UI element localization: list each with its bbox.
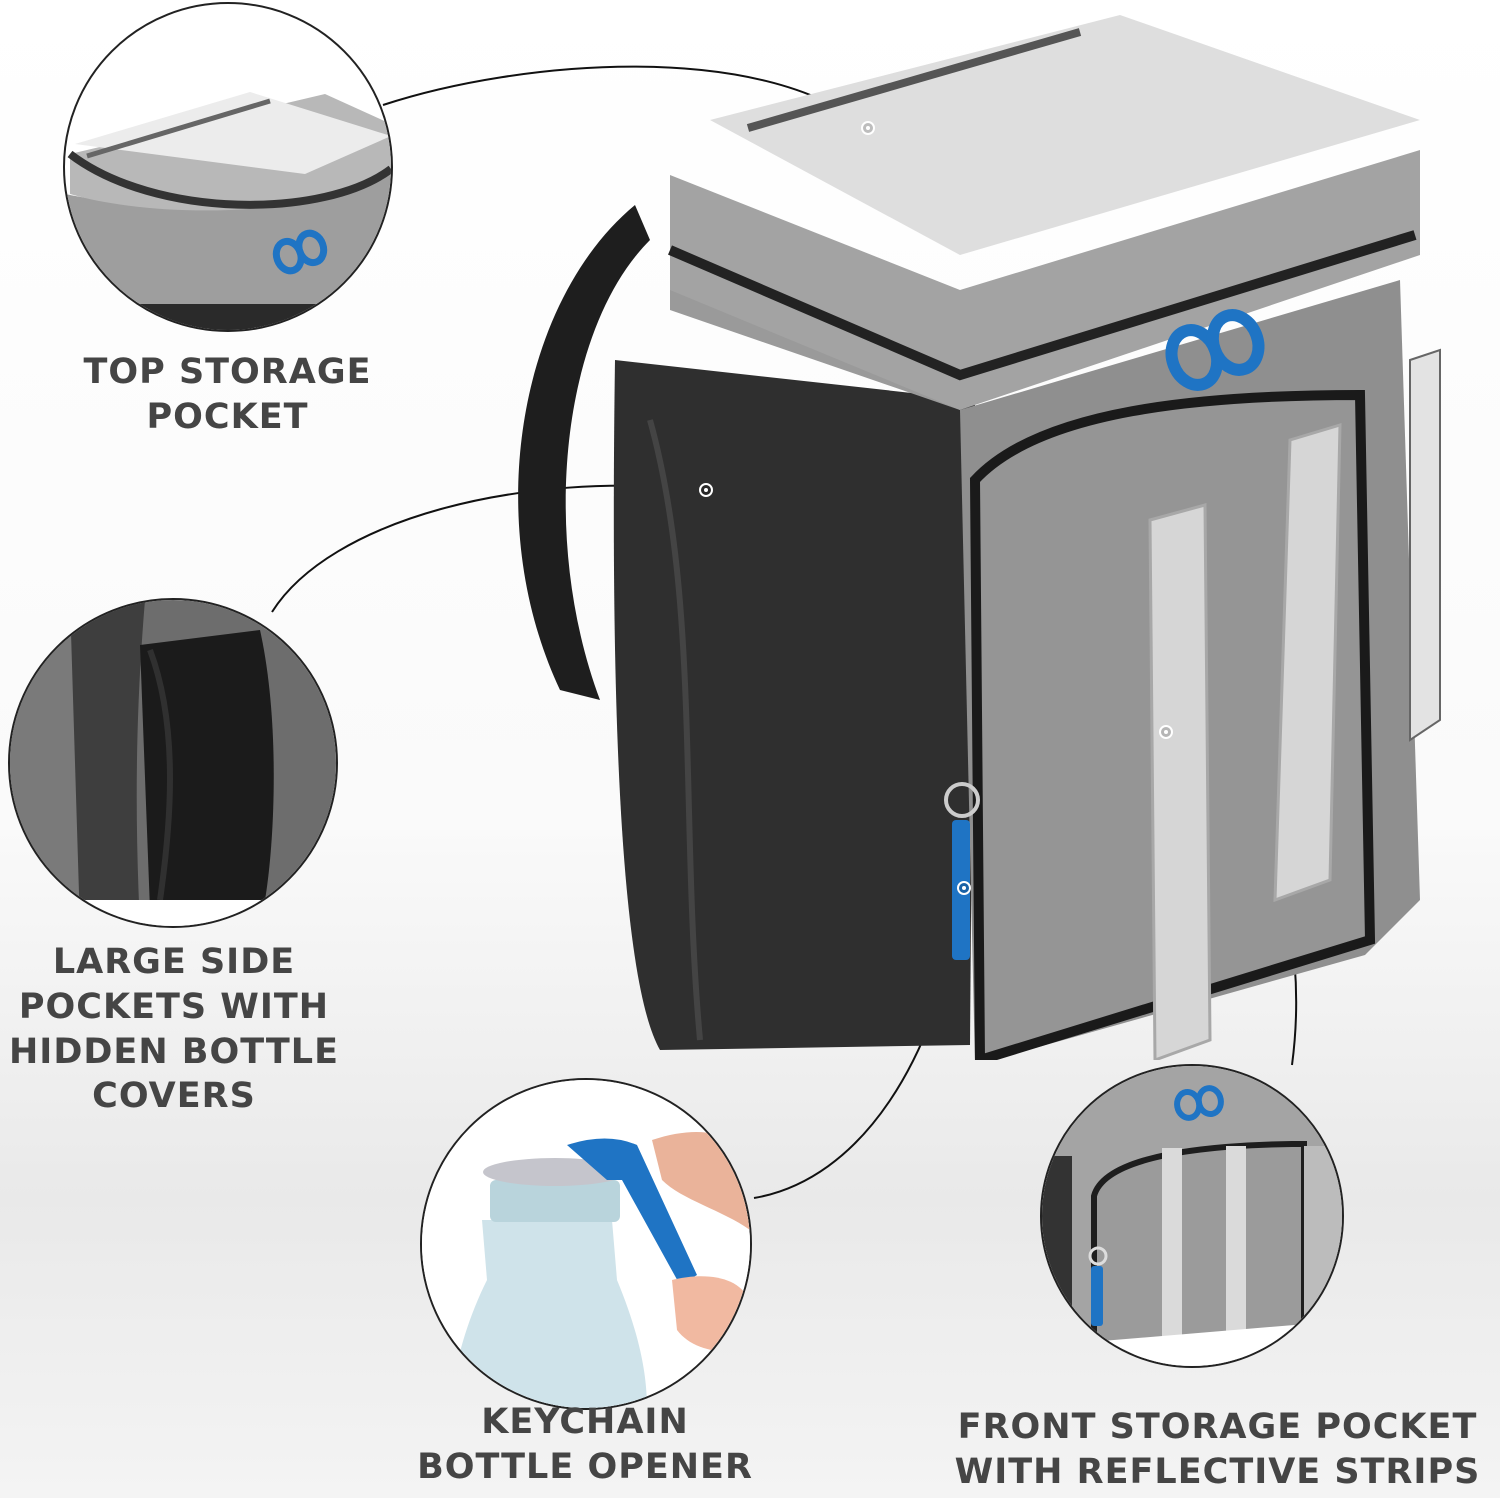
label-line: LARGE SIDE xyxy=(52,942,296,982)
callout-circle-side-pockets xyxy=(8,598,338,928)
label-line: COVERS xyxy=(92,1076,256,1117)
label-line: TOP STORAGE xyxy=(83,352,372,392)
hotspot-side-pocket[interactable] xyxy=(699,483,713,497)
label-top-storage: TOP STORAGE POCKET xyxy=(55,350,400,440)
label-side-pockets: LARGE SIDE POCKETS WITH HIDDEN BOTTLE CO… xyxy=(0,940,348,1119)
hotspot-bottle-opener[interactable] xyxy=(957,881,971,895)
label-line: HIDDEN BOTTLE xyxy=(9,1031,339,1072)
hotspot-top-pocket[interactable] xyxy=(861,121,875,135)
label-line: POCKET xyxy=(146,396,309,437)
hotspot-front-pocket[interactable] xyxy=(1159,725,1173,739)
label-line: POCKETS WITH xyxy=(18,986,330,1027)
label-line: KEYCHAIN xyxy=(481,1402,689,1442)
callout-circle-bottle-opener xyxy=(420,1078,752,1410)
label-bottle-opener: KEYCHAIN BOTTLE OPENER xyxy=(400,1400,770,1490)
callout-circle-top-storage xyxy=(63,2,393,332)
label-front-pocket: FRONT STORAGE POCKET WITH REFLECTIVE STR… xyxy=(935,1405,1500,1495)
backpack-main-image xyxy=(518,15,1441,1060)
callout-circle-front-pocket xyxy=(1040,1064,1344,1368)
label-line: BOTTLE OPENER xyxy=(417,1446,753,1487)
label-line: FRONT STORAGE POCKET xyxy=(957,1407,1478,1447)
label-line: WITH REFLECTIVE STRIPS xyxy=(954,1451,1481,1492)
